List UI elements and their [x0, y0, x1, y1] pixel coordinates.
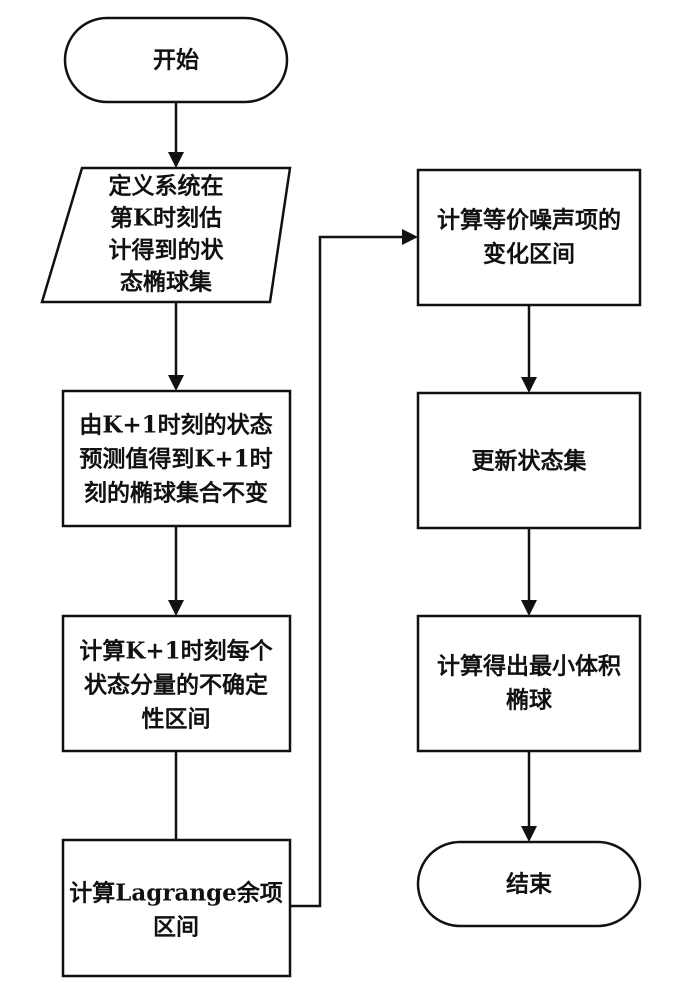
- update-state-set-line-1: 更新状态集: [472, 448, 588, 475]
- start-label: 开始: [153, 47, 199, 74]
- define-state-set-node: 定义系统在 第K时刻估 计得到的状 态椭球集: [40, 166, 292, 304]
- predict-state-line-3: 刻的椭球集合不变: [84, 480, 268, 507]
- min-volume-ellipsoid-line-1: 计算得出最小体积: [437, 653, 621, 680]
- uncertainty-interval-line-1: 计算K+1时刻每个: [79, 638, 273, 665]
- noise-interval-line-2: 变化区间: [483, 241, 575, 268]
- define-state-set-line-4: 态椭球集: [120, 269, 213, 296]
- arrow-noise-to-update: [521, 305, 537, 393]
- arrow-min-volume-to-end: [521, 751, 537, 842]
- arrow-lagrange-to-noise: [290, 229, 418, 908]
- arrow-define-to-predict: [168, 302, 184, 391]
- lagrange-interval-node: 计算Lagrange余项 区间: [61, 838, 292, 978]
- arrow-predict-to-uncertainty: [168, 526, 184, 616]
- define-state-set-line-2: 第K时刻估: [110, 205, 222, 232]
- uncertainty-interval-node: 计算K+1时刻每个 状态分量的不确定 性区间: [61, 614, 292, 753]
- end-label: 结束: [506, 871, 553, 898]
- update-state-set-node: 更新状态集: [416, 391, 642, 530]
- noise-interval-line-1: 计算等价噪声项的: [437, 207, 621, 234]
- define-state-set-line-1: 定义系统在: [109, 173, 224, 200]
- predict-state-line-2: 预测值得到K+1时: [79, 446, 272, 473]
- arrow-start-to-define: [168, 102, 184, 168]
- min-volume-ellipsoid-line-2: 椭球: [506, 687, 553, 714]
- predict-state-node: 由K+1时刻的状态 预测值得到K+1时 刻的椭球集合不变: [61, 389, 292, 528]
- noise-interval-node: 计算等价噪声项的 变化区间: [416, 168, 642, 307]
- start-node: 开始: [63, 16, 289, 104]
- define-state-set-line-3: 计得到的状: [109, 237, 225, 264]
- end-node: 结束: [416, 840, 642, 928]
- lagrange-interval-line-1: 计算Lagrange余项: [69, 880, 283, 907]
- uncertainty-interval-line-3: 性区间: [142, 706, 211, 733]
- predict-state-line-1: 由K+1时刻的状态: [79, 412, 272, 439]
- uncertainty-interval-line-2: 状态分量的不确定: [84, 672, 268, 699]
- arrow-update-to-min-volume: [521, 528, 537, 616]
- min-volume-ellipsoid-node: 计算得出最小体积 椭球: [416, 614, 642, 753]
- lagrange-interval-line-2: 区间: [153, 914, 199, 941]
